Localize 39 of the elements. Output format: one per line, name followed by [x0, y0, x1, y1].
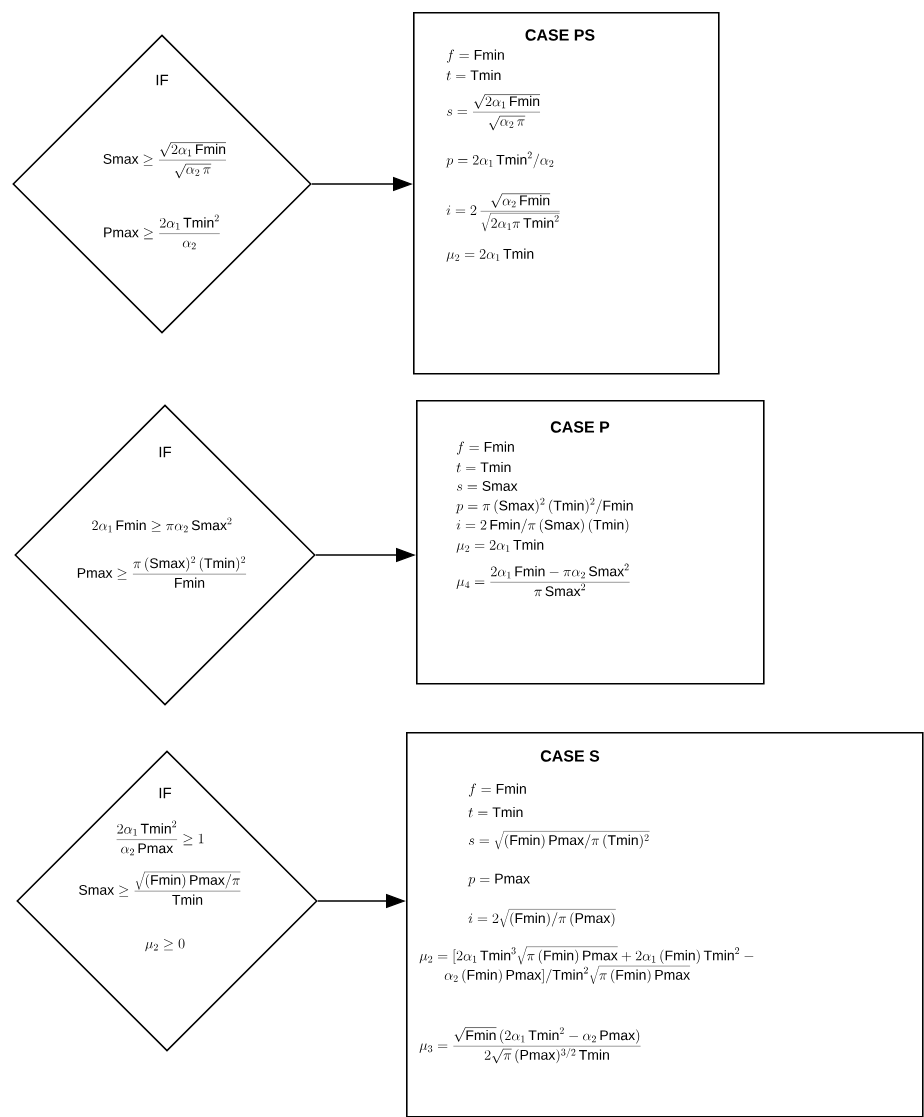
equation: $f = \mathrm{Fmin}$ — [456, 441, 514, 455]
equation: $i = 2\,\mathrm{Fmin}/\pi\,(\mathrm{Smax})\,(\mathrm{Tmin})$ — [456, 518, 629, 534]
decision-diamond — [14, 404, 316, 706]
equation: $\mu_2 = 2\alpha_1\,\mathrm{Tmin}$ — [446, 248, 534, 262]
decision-diamond — [16, 750, 318, 1052]
case-box — [413, 12, 720, 375]
equation: $t = \mathrm{Tmin}$ — [456, 461, 511, 473]
equation: $t = \mathrm{Tmin}$ — [446, 69, 501, 81]
condition-formula: $\mathrm{Smax} \geq \frac{\sqrt{(\mathrm{Fmin})\,\mathrm{Pmax}/\pi}}{\mathrm{Tmin}}$ — [79, 871, 241, 905]
if-label: IF — [159, 787, 172, 799]
condition-formula: $\mu_2 \geq 0$ — [145, 938, 185, 952]
equation: $\mu_2 = 2\alpha_1\,\mathrm{Tmin}$ — [456, 539, 544, 553]
equation: $i = 2\sqrt{(\mathrm{Fmin})/\pi\,(\mathrm{Pmax})}$ — [468, 909, 616, 928]
case-heading: CASE P — [550, 421, 610, 433]
condition-formula: $\mathrm{Pmax} \geq \frac{2\alpha_1\,\mathrm{Tmin}^2}{\alpha_2}$ — [104, 214, 220, 250]
equation: $\mu_2 = [2\alpha_1\,\mathrm{Tmin}^3\sqrt{\pi\,(\mathrm{Fmin})\,\mathrm{Pmax}} + 2\alpha_1\,(\mathrm{Fmin})\,\mathrm{Tmin}^2 - \alpha_2\,(\mathrm{Fmin})\,\mathrm{Pmax}]/\mathrm{Tmin}^2\sqrt{\pi\,(\mathrm{Fmin})\,\mathrm{Pmax}}$ — [419, 946, 754, 984]
equation: $p = 2\alpha_1\,\mathrm{Tmin}^2/\alpha_2$ — [445, 151, 554, 169]
if-label: IF — [156, 74, 169, 86]
equation: $\mu_4 = \frac{2\alpha_1\,\mathrm{Fmin} - \pi\alpha_2\,\mathrm{Smax}^2}{\pi\,\mathrm{Smax}^2}$ — [456, 563, 630, 597]
case-heading: CASE PS — [525, 29, 595, 41]
equation: $f = \mathrm{Fmin}$ — [446, 49, 504, 63]
equation: $s = \mathrm{Smax}$ — [456, 481, 518, 491]
equation: $p = \mathrm{Pmax}$ — [467, 873, 530, 887]
equation: $s = \frac{\sqrt{2\alpha_1\,\mathrm{Fmin}}}{\sqrt{\alpha_2\,\pi}}$ — [446, 94, 541, 131]
condition-formula: $2\alpha_1\,\mathrm{Fmin} \geq \pi\alpha_2\,\mathrm{Smax}^2$ — [92, 517, 232, 533]
decision-diamond — [12, 34, 312, 334]
equation: $s = \sqrt{(\mathrm{Fmin})\,\mathrm{Pmax}/\pi\,(\mathrm{Tmin})^2}$ — [468, 831, 650, 850]
equation: $f = \mathrm{Fmin}$ — [468, 783, 526, 797]
case-heading: CASE S — [540, 750, 600, 762]
equation: $p = \pi\,(\mathrm{Smax})^2\,(\mathrm{Tmin})^2/\mathrm{Fmin}$ — [455, 497, 633, 514]
if-label: IF — [159, 446, 172, 458]
case-box — [416, 400, 765, 685]
condition-formula: $\frac{2\alpha_1\,\mathrm{Tmin}^2}{\alpha_2\,\mathrm{Pmax}} \geq 1$ — [116, 820, 204, 856]
equation: $t = \mathrm{Tmin}$ — [468, 806, 523, 818]
case-box — [406, 732, 924, 1117]
equation: $i = 2\,\frac{\sqrt{\alpha_2\,\mathrm{Fmin}}}{\sqrt{2\alpha_1\pi\,\mathrm{Tmin}^2}}$ — [446, 193, 560, 232]
condition-formula: $\mathrm{Smax} \geq \frac{\sqrt{2\alpha_1\,\mathrm{Fmin}}}{\sqrt{\alpha_2\,\pi}}$ — [103, 142, 226, 179]
condition-formula: $\mathrm{Pmax} \geq \frac{\pi\,(\mathrm{Smax})^2\,(\mathrm{Tmin})^2}{\mathrm{Fmin}}$ — [77, 556, 247, 588]
equation: $\mu_3 = \frac{\sqrt{\mathrm{Fmin}}\,(2\alpha_1\,\mathrm{Tmin}^2 - \alpha_2\,\mathrm{Pmax})}{2\sqrt{\pi}\,(\mathrm{Pmax})^{3/2}\,\mathrm{Tmin}}$ — [419, 1027, 641, 1064]
